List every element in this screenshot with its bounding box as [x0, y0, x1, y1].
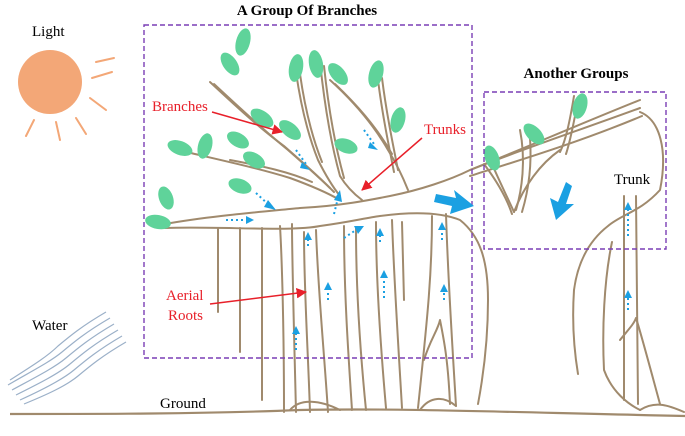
- other-groups-title: Another Groups: [524, 66, 629, 82]
- flow-arrow-right: [434, 190, 474, 214]
- aerial-roots-pointer: [209, 287, 308, 305]
- trunks-label: Trunks: [424, 122, 466, 138]
- water-label: Water: [32, 318, 67, 334]
- group-title: A Group Of Branches: [237, 3, 377, 19]
- group-of-branches-box: [143, 24, 473, 359]
- main-tree: [164, 61, 641, 413]
- leaves: [145, 28, 588, 230]
- flow-arrow-down-left: [550, 182, 574, 220]
- branches-pointer: [211, 111, 284, 135]
- water-waves-icon: [7, 311, 127, 405]
- branches-label: Branches: [152, 99, 208, 115]
- aerial-roots-label-line1: Aerial: [166, 288, 203, 304]
- ground-line: [9, 408, 685, 418]
- light-label: Light: [32, 24, 65, 40]
- sun-icon: [18, 50, 115, 141]
- aerial-roots-label-line2: Roots: [168, 308, 203, 324]
- trunks-pointer: [361, 137, 423, 191]
- flow-arrows: [226, 129, 632, 350]
- ground-label: Ground: [160, 396, 206, 412]
- trunk-label: Trunk: [614, 172, 651, 188]
- another-groups-box: [483, 91, 667, 250]
- right-tree: [469, 95, 685, 413]
